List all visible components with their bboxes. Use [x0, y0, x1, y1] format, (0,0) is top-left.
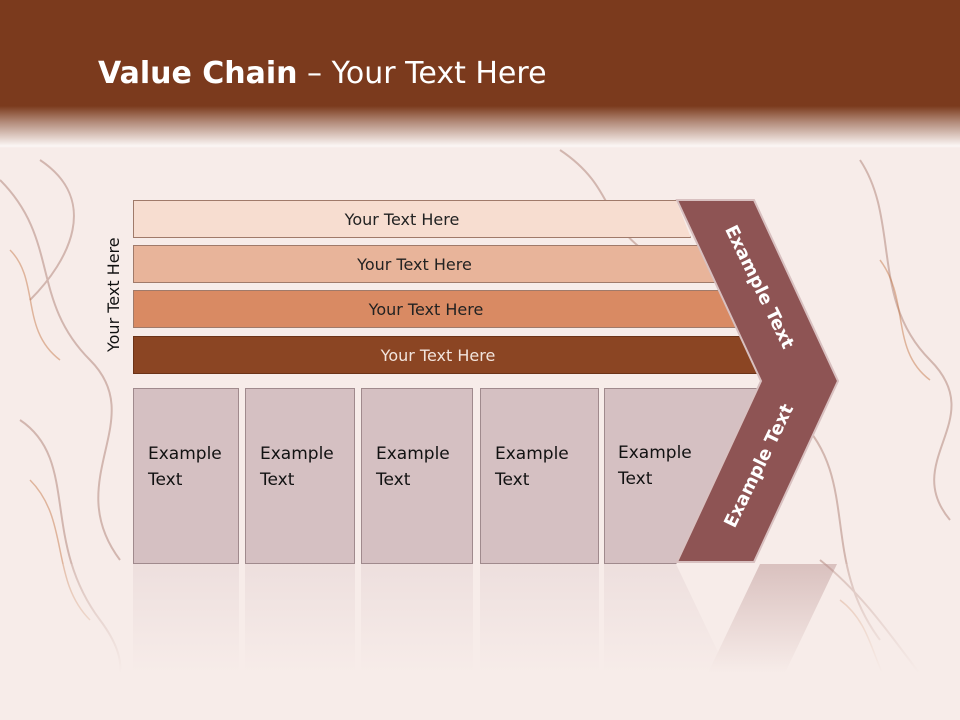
value-bar-3: Your Text Here [133, 290, 739, 328]
value-bar-2-label: Your Text Here [357, 254, 472, 274]
value-column-3: Example Text [361, 388, 473, 564]
value-column-4-line2: Text [495, 470, 530, 490]
value-column-1: Example Text [133, 388, 239, 564]
value-column-2-line2: Text [260, 470, 295, 490]
value-column-5-line2: Text [618, 469, 653, 489]
value-column-5-outline [604, 388, 761, 564]
value-column-3-line1: Example [376, 444, 450, 464]
title-rest: – Your Text Here [297, 56, 547, 91]
value-bar-3-label: Your Text Here [368, 299, 484, 319]
chevron-arrow [675, 199, 840, 563]
value-column-2: Example Text [245, 388, 355, 564]
value-column-1-line1: Example [148, 444, 222, 464]
value-column-3-line2: Text [376, 470, 411, 490]
header-band [0, 0, 960, 148]
value-bar-2: Your Text Here [133, 245, 716, 283]
value-column-4-line1: Example [495, 444, 569, 464]
value-bar-1: Your Text Here [133, 200, 691, 238]
value-bar-4-label: Your Text Here [380, 345, 496, 365]
value-column-5-line1: Example [618, 443, 692, 463]
value-column-2-line1: Example [260, 444, 334, 464]
title-bold: Value Chain [98, 56, 298, 91]
value-column-1-line2: Text [148, 470, 183, 490]
value-bar-4: Your Text Here [133, 336, 763, 374]
vertical-label: Your Text Here [104, 237, 123, 352]
value-column-4: Example Text [480, 388, 599, 564]
slide-title: Value Chain – Your Text Here [98, 56, 547, 91]
value-bar-1-label: Your Text Here [344, 209, 460, 229]
